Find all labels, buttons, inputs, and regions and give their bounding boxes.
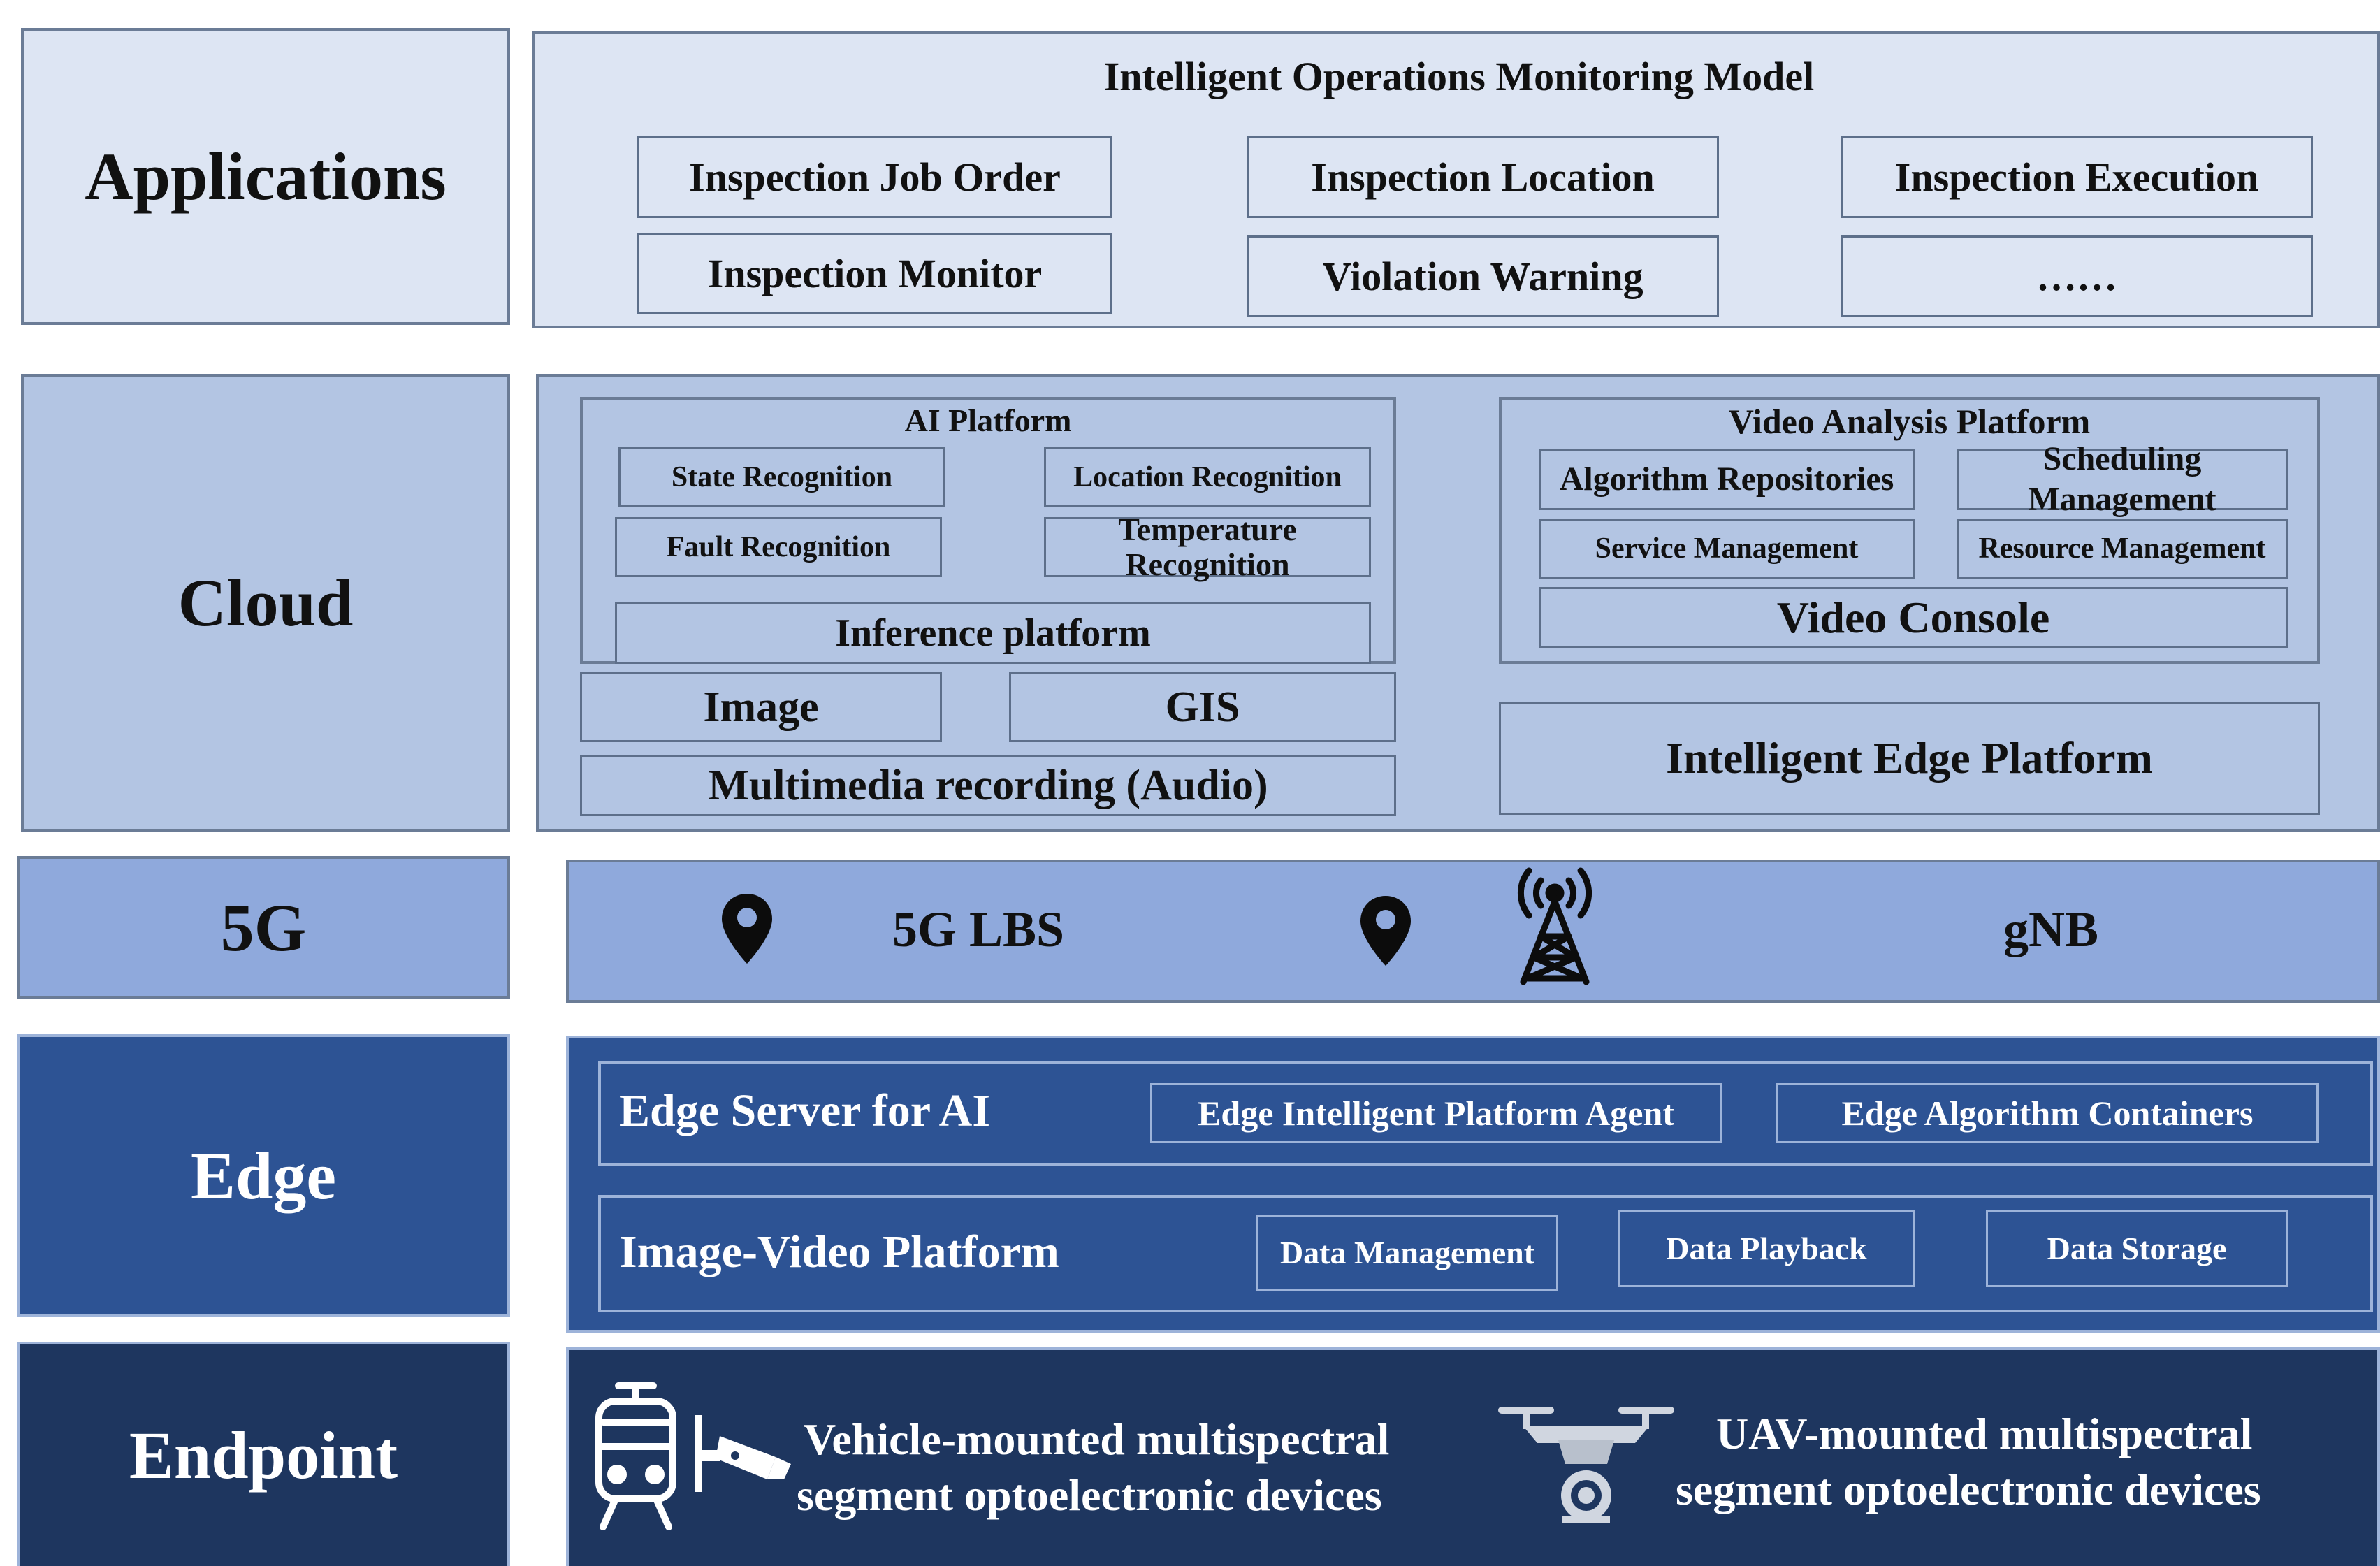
app-item-execution: Inspection Execution (1841, 136, 2313, 218)
app-item-monitor: Inspection Monitor (637, 233, 1112, 314)
edge-platform-agent: Edge Intelligent Platform Agent (1150, 1083, 1722, 1143)
video-platform-title: Video Analysis Platform (1728, 402, 2091, 441)
applications-title: Intelligent Operations Monitoring Model (1103, 53, 1815, 99)
service-management: Service Management (1539, 519, 1915, 579)
data-playback: Data Playback (1618, 1210, 1915, 1287)
camera-icon (695, 1415, 791, 1492)
vehicle-line-1: Vehicle-mounted multispectral (804, 1414, 1390, 1464)
state-recognition: State Recognition (618, 447, 945, 507)
image-video-title: Image-Video Platform (619, 1226, 1059, 1277)
temperature-recognition: Temperature Recognition (1044, 512, 1371, 582)
cell-tower-icon (1517, 867, 1592, 985)
video-console: Video Console (1539, 587, 2288, 648)
app-item-job-order: Inspection Job Order (637, 136, 1112, 218)
fiveg-gnb: gNB (2003, 901, 2099, 957)
resource-management: Resource Management (1957, 519, 2288, 579)
ai-platform-title: AI Platform (904, 402, 1072, 438)
multimedia-recording: Multimedia recording (Audio) (580, 755, 1396, 816)
fiveg-label: 5G (220, 890, 307, 965)
data-management: Data Management (1256, 1215, 1558, 1291)
app-item-location: Inspection Location (1247, 136, 1719, 218)
layer-label-endpoint: Endpoint (17, 1342, 510, 1566)
inference-platform: Inference platform (615, 602, 1371, 664)
edge-server-title: Edge Server for AI (619, 1085, 990, 1136)
vehicle-line-2: segment optoelectronic devices (797, 1470, 1382, 1520)
gis-box: GIS (1009, 672, 1396, 742)
layer-label-5g: 5G (17, 856, 510, 999)
fiveg-lbs: 5G LBS (892, 901, 1065, 957)
image-box: Image (580, 672, 942, 742)
location-pin-icon (1360, 896, 1411, 966)
layer-label-edge: Edge (17, 1034, 510, 1317)
applications-label: Applications (85, 139, 447, 214)
fault-recognition: Fault Recognition (615, 517, 942, 577)
app-item-more: …… (1841, 235, 2313, 317)
cloud-label: Cloud (177, 565, 354, 640)
edge-label: Edge (190, 1138, 337, 1213)
uav-line-2: segment optoelectronic devices (1676, 1465, 2261, 1514)
uav-line-1: UAV-mounted multispectral (1716, 1409, 2253, 1458)
endpoint-label: Endpoint (129, 1418, 398, 1493)
layer-label-cloud: Cloud (21, 374, 510, 832)
drone-icon (1498, 1407, 1674, 1523)
intelligent-edge-platform: Intelligent Edge Platform (1499, 702, 2320, 815)
scheduling-management: Scheduling Management (1957, 440, 2288, 518)
data-storage: Data Storage (1986, 1210, 2288, 1287)
algorithm-repositories: Algorithm Repositories (1539, 449, 1915, 510)
layer-label-applications: Applications (21, 28, 510, 325)
location-recognition: Location Recognition (1044, 447, 1371, 507)
train-icon (595, 1382, 676, 1530)
endpoint-panel (566, 1347, 2380, 1566)
fiveg-panel (566, 860, 2380, 1003)
edge-algorithm-containers: Edge Algorithm Containers (1776, 1083, 2319, 1143)
location-pin-icon (722, 894, 772, 964)
app-item-violation: Violation Warning (1247, 235, 1719, 317)
